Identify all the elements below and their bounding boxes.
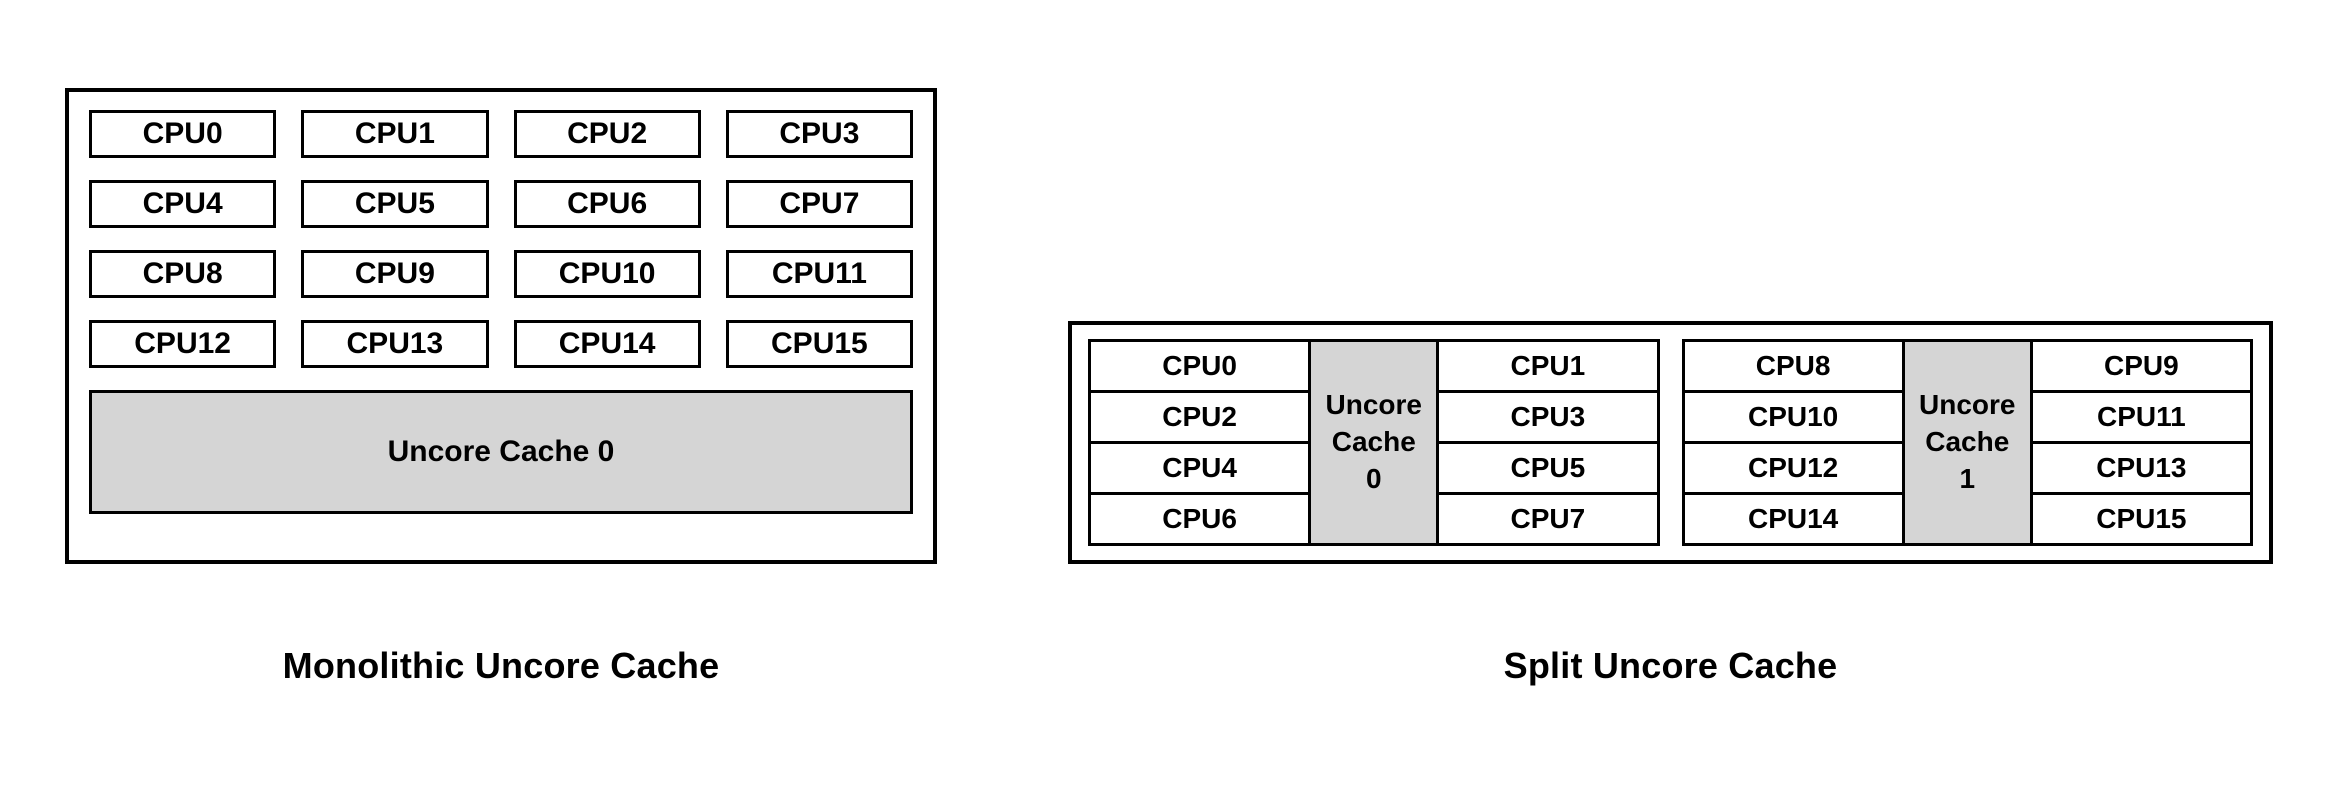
cpu-box: CPU0: [89, 110, 277, 158]
cpu-box: CPU15: [2032, 495, 2250, 543]
cpu-box: CPU9: [2032, 342, 2250, 393]
cpu-box: CPU1: [301, 110, 489, 158]
cpu-box: CPU9: [301, 250, 489, 298]
cpu-box: CPU1: [1439, 342, 1657, 393]
cache-label-line1: Uncore: [1325, 389, 1422, 421]
cpu-box: CPU6: [1091, 495, 1309, 543]
cpu-box: CPU7: [725, 180, 913, 228]
cpu-box: CPU0: [1091, 342, 1309, 393]
cpu-box: CPU8: [1684, 342, 1902, 393]
split-caption: Split Uncore Cache: [1503, 645, 1838, 686]
cpu-box: CPU6: [513, 180, 701, 228]
uncore-cache-block: Uncore Cache 0: [89, 390, 913, 514]
cpu-box: CPU11: [2032, 393, 2250, 444]
cpu-box: CPU15: [725, 320, 913, 368]
cpu-box: CPU14: [513, 320, 701, 368]
cluster-left-column: CPU8 CPU10 CPU12 CPU14: [1684, 342, 1905, 543]
monolithic-uncore-diagram: CPU0 CPU1 CPU2 CPU3 CPU4 CPU5 CPU6 CPU7 …: [65, 88, 937, 564]
cpu-box: CPU10: [513, 250, 701, 298]
cpu-box: CPU13: [2032, 444, 2250, 495]
split-uncore-diagram: CPU0 CPU2 CPU4 CPU6 Uncore Cache 0 CPU1 …: [1068, 321, 2273, 564]
cpu-box: CPU11: [725, 250, 913, 298]
cache-label-line3: 1: [1959, 462, 1976, 494]
monolithic-caption: Monolithic Uncore Cache: [282, 645, 720, 686]
cpu-box: CPU10: [1684, 393, 1902, 444]
cache-label-line2: Cache: [1331, 426, 1416, 458]
cpu-box: CPU5: [301, 180, 489, 228]
cpu-box: CPU7: [1439, 495, 1657, 543]
cache-label-line2: Cache: [1925, 426, 2010, 458]
cpu-box: CPU13: [301, 320, 489, 368]
monolithic-cpu-grid: CPU0 CPU1 CPU2 CPU3 CPU4 CPU5 CPU6 CPU7 …: [89, 110, 913, 368]
cpu-cluster: CPU8 CPU10 CPU12 CPU14 Uncore Cache 1 CP…: [1681, 339, 2253, 546]
cpu-box: CPU4: [1091, 444, 1309, 495]
cpu-box: CPU2: [513, 110, 701, 158]
cache-label-line3: 0: [1365, 462, 1382, 494]
cluster-left-column: CPU0 CPU2 CPU4 CPU6: [1091, 342, 1312, 543]
uncore-cache-block: Uncore Cache 0: [1311, 342, 1437, 543]
cpu-box: CPU8: [89, 250, 277, 298]
cluster-right-column: CPU9 CPU11 CPU13 CPU15: [2029, 342, 2250, 543]
cpu-cluster: CPU0 CPU2 CPU4 CPU6 Uncore Cache 0 CPU1 …: [1088, 339, 1660, 546]
cpu-box: CPU3: [725, 110, 913, 158]
cpu-box: CPU12: [89, 320, 277, 368]
cpu-box: CPU3: [1439, 393, 1657, 444]
cpu-box: CPU12: [1684, 444, 1902, 495]
cluster-right-column: CPU1 CPU3 CPU5 CPU7: [1436, 342, 1657, 543]
uncore-cache-block: Uncore Cache 1: [1904, 342, 2030, 543]
cpu-box: CPU4: [89, 180, 277, 228]
cache-label-line1: Uncore: [1919, 389, 2016, 421]
cpu-box: CPU2: [1091, 393, 1309, 444]
cpu-box: CPU5: [1439, 444, 1657, 495]
cpu-box: CPU14: [1684, 495, 1902, 543]
